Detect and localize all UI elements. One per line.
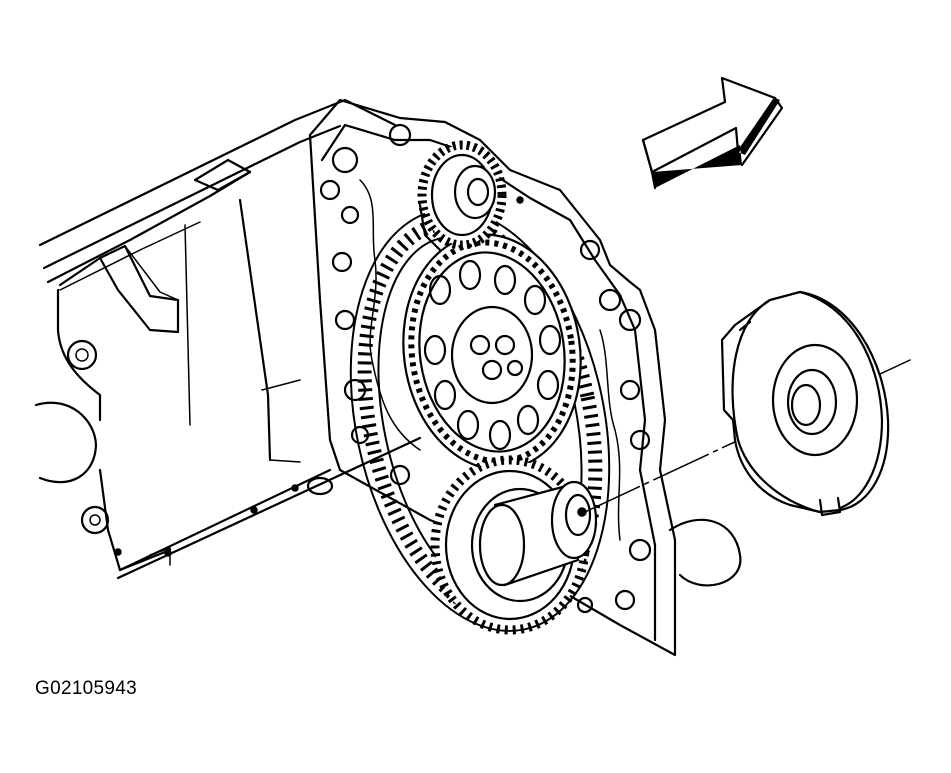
idler-gear [417, 140, 507, 252]
engine-block [34, 98, 422, 580]
camshaft-sprocket [402, 233, 582, 471]
direction-arrow-icon [641, 76, 784, 190]
crankshaft-snout [478, 480, 598, 587]
figure-id-label: G02105943 [35, 678, 138, 699]
front-cover-plate [308, 98, 742, 657]
crankshaft-balancer [720, 290, 890, 517]
